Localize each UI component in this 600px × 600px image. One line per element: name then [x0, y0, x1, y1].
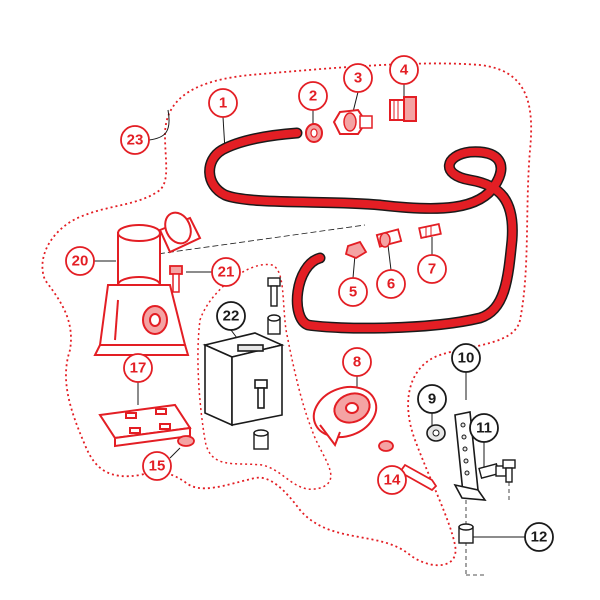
svg-text:11: 11 [476, 420, 492, 437]
svg-text:17: 17 [130, 360, 147, 377]
callout-6: 6 [376, 269, 406, 299]
svg-text:7: 7 [428, 261, 436, 278]
callout-10: 10 [451, 343, 481, 373]
svg-text:1: 1 [219, 95, 227, 112]
callout-1: 1 [208, 88, 238, 118]
hose-assembly [204, 127, 518, 334]
part-10-slotted-bracket [453, 411, 487, 501]
svg-text:6: 6 [387, 276, 395, 293]
kit-boundary-outline [41, 62, 533, 567]
part-22-control-box [202, 332, 285, 427]
part-7-fitting [418, 222, 442, 240]
svg-text:23: 23 [127, 132, 144, 149]
svg-text:22: 22 [223, 308, 240, 325]
svg-text:12: 12 [531, 529, 548, 546]
callout-9: 9 [417, 384, 447, 414]
callout-20: 20 [65, 246, 95, 276]
svg-text:15: 15 [149, 458, 166, 475]
svg-text:21: 21 [218, 264, 235, 281]
part-11-bolts [478, 459, 516, 483]
part-15-washer [177, 435, 195, 447]
part-2-washer [305, 123, 323, 143]
part-9-washer [426, 424, 446, 442]
svg-text:5: 5 [349, 284, 357, 301]
part-22-bolts [253, 277, 281, 450]
part-21-bolt [169, 265, 183, 293]
callout-22: 22 [216, 301, 246, 331]
bracket-group-outline [197, 263, 332, 490]
callout-15: 15 [142, 451, 172, 481]
callout-11: 11 [469, 413, 499, 443]
callout-5: 5 [338, 277, 368, 307]
part-3-hex-fitting [332, 108, 373, 135]
callout-17: 17 [123, 353, 153, 383]
callout-12: 12 [524, 522, 554, 552]
part-5-fitting [344, 240, 368, 260]
callout-21: 21 [211, 257, 241, 287]
callout-8: 8 [342, 347, 372, 377]
part-4-threaded-fitting [389, 96, 417, 122]
part-12-spacer [458, 523, 474, 544]
svg-text:3: 3 [354, 70, 362, 87]
part-8-flange [312, 385, 378, 448]
svg-text:4: 4 [400, 62, 409, 79]
part-20-pump-body [93, 211, 202, 356]
svg-text:8: 8 [353, 354, 361, 371]
callout-7: 7 [417, 254, 447, 284]
callout-4: 4 [389, 55, 419, 85]
svg-text:20: 20 [72, 253, 89, 270]
callout-2: 2 [298, 81, 328, 111]
svg-text:14: 14 [384, 472, 401, 489]
part-6-tee-fitting [375, 228, 403, 248]
callout-23: 23 [120, 125, 150, 155]
leader-pump-to-fittings [149, 224, 366, 256]
svg-text:9: 9 [428, 391, 436, 408]
callout-14: 14 [377, 465, 407, 495]
callout-3: 3 [343, 63, 373, 93]
svg-text:2: 2 [309, 88, 317, 105]
svg-text:10: 10 [458, 350, 475, 367]
part-17-base-plate [98, 403, 192, 448]
